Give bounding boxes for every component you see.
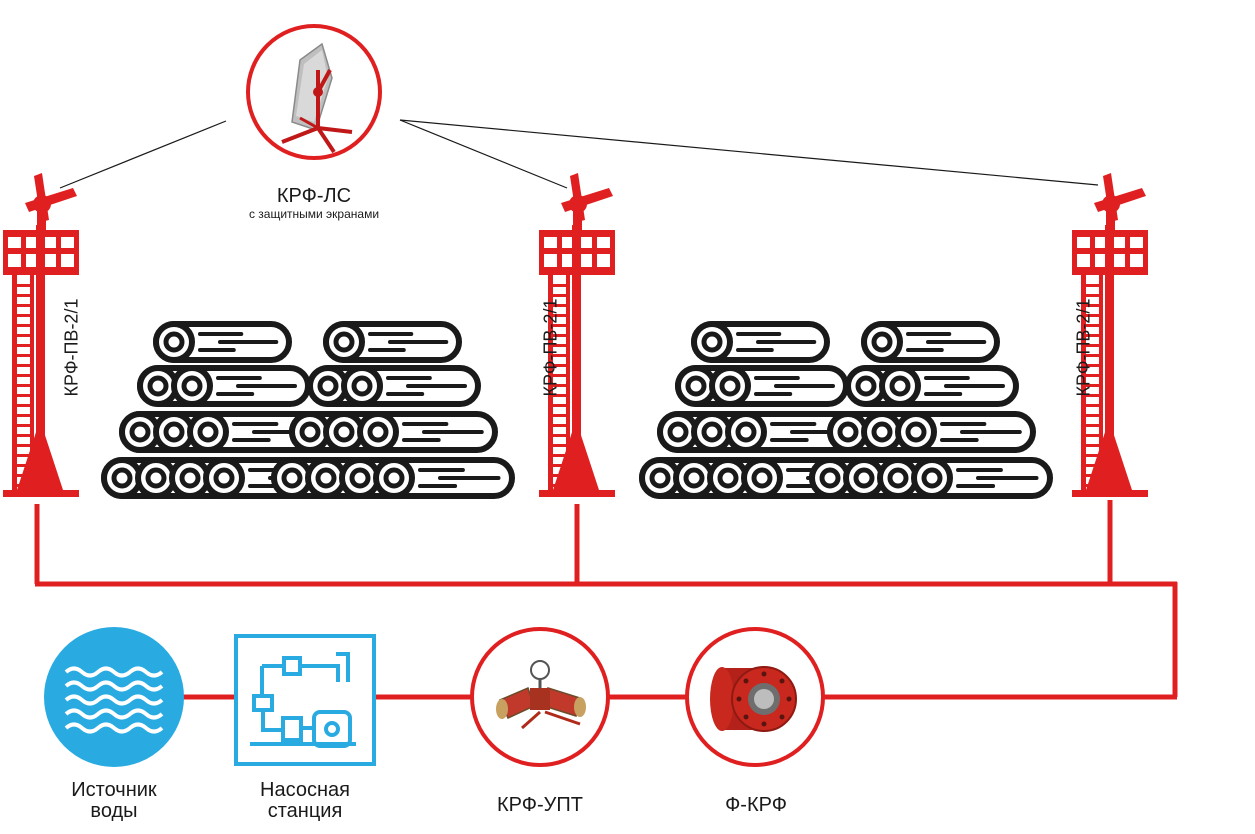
pump-station-label-line2: станция bbox=[267, 800, 343, 822]
log bbox=[657, 411, 866, 453]
connector-line-middle bbox=[399, 119, 568, 189]
top-device-sublabel: с защитными экранами bbox=[248, 207, 380, 221]
log bbox=[675, 365, 849, 407]
top-device-label: КРФ-ЛС bbox=[276, 185, 352, 207]
log bbox=[809, 457, 1053, 499]
log bbox=[153, 321, 292, 363]
krf-upt-label: КРФ-УПТ bbox=[497, 794, 583, 816]
log bbox=[271, 457, 515, 499]
water-source-label: Источник воды bbox=[44, 780, 184, 822]
log bbox=[323, 321, 462, 363]
water-waves-icon bbox=[44, 627, 184, 767]
log-pile-1 bbox=[101, 321, 515, 499]
log bbox=[861, 321, 1000, 363]
log bbox=[639, 457, 883, 499]
tower-2-label: КРФ-ПВ-2/1 bbox=[540, 298, 561, 397]
flange-filter-icon bbox=[685, 627, 825, 767]
pump-station-icon bbox=[234, 634, 376, 766]
pump-station-label: Насосная станция bbox=[235, 780, 375, 822]
tower-3-label: КРФ-ПВ-2/1 bbox=[1073, 298, 1094, 397]
log bbox=[827, 411, 1036, 453]
water-source-label-line2: воды bbox=[90, 800, 138, 822]
log bbox=[845, 365, 1019, 407]
water-source-label-line1: Источник bbox=[71, 779, 157, 801]
connector-line-right bbox=[399, 119, 1099, 186]
top-device-icon bbox=[246, 24, 382, 160]
f-krf-label: Ф-КРФ bbox=[725, 794, 787, 816]
pipe-network bbox=[34, 500, 1178, 700]
log bbox=[691, 321, 830, 363]
log bbox=[307, 365, 481, 407]
log bbox=[137, 365, 311, 407]
log bbox=[289, 411, 498, 453]
valve-gauge-icon bbox=[470, 627, 610, 767]
pump-station-label-line1: Насосная bbox=[260, 779, 350, 801]
log-pile-2 bbox=[639, 321, 1053, 499]
connector-line-left bbox=[59, 120, 227, 189]
connector-lines bbox=[59, 119, 1099, 189]
tower-1-label: КРФ-ПВ-2/1 bbox=[61, 298, 82, 397]
